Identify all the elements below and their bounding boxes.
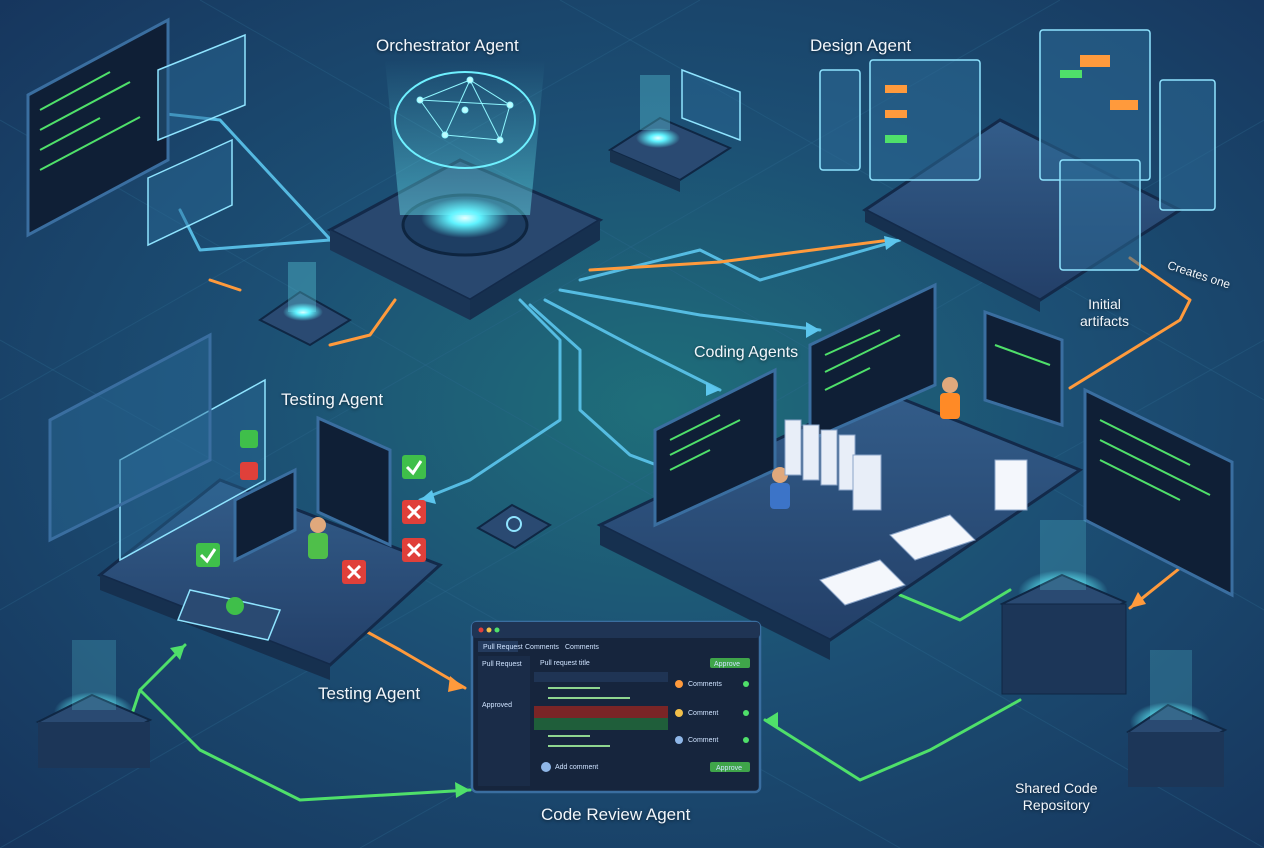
code-sheet bbox=[819, 559, 906, 606]
design-platform bbox=[819, 29, 1216, 312]
review-tab-active[interactable]: Pull Request bbox=[483, 644, 523, 651]
developer-avatar bbox=[308, 517, 328, 559]
design-agent-label: Design Agent bbox=[810, 36, 912, 55]
coding-agents-label: Coding Agents bbox=[694, 344, 799, 361]
phone-device bbox=[176, 589, 282, 641]
testing-agent-label-top: Testing Agent bbox=[281, 390, 384, 409]
document-stack bbox=[784, 419, 882, 511]
shared-repo-line-2: Repository bbox=[1022, 797, 1090, 813]
developer-avatar bbox=[770, 377, 960, 509]
code-monitor bbox=[653, 282, 937, 528]
design-panel bbox=[1159, 79, 1216, 211]
server-stack-left bbox=[35, 640, 153, 768]
design-panel bbox=[819, 69, 861, 171]
review-comment-3: Comment bbox=[688, 737, 718, 744]
orchestrator-agent-label: Orchestrator Agent bbox=[376, 36, 519, 55]
code-review-agent-label: Code Review Agent bbox=[541, 805, 691, 824]
initial-artifacts-line-2: artifacts bbox=[1080, 313, 1130, 329]
small-node-left bbox=[258, 262, 352, 347]
coding-platform bbox=[596, 282, 1084, 660]
testing-agent-label-bottom: Testing Agent bbox=[318, 684, 421, 703]
orchestrator-hub bbox=[326, 60, 604, 320]
code-lines bbox=[39, 71, 1211, 501]
review-comment-2: Comment bbox=[688, 710, 718, 717]
approve-button-footer[interactable]: Approve bbox=[716, 765, 742, 772]
testing-platform bbox=[49, 333, 443, 680]
test-monitor bbox=[233, 415, 392, 563]
code-review-window bbox=[470, 620, 762, 794]
review-side-approved[interactable]: Approved bbox=[482, 702, 512, 709]
code-sheet bbox=[994, 459, 1028, 511]
chip-icon bbox=[476, 503, 552, 550]
server-stack-center-right bbox=[999, 520, 1128, 695]
cross-icon bbox=[240, 462, 426, 584]
shared-repo-line-1: Shared Code bbox=[1015, 780, 1098, 796]
initial-artifacts-line-1: Initial bbox=[1088, 296, 1121, 312]
shared-code-repository-label: Shared Code Repository bbox=[1015, 780, 1098, 814]
review-tab-comments[interactable]: Comments bbox=[525, 644, 559, 651]
add-comment-input[interactable]: Add comment bbox=[555, 764, 598, 771]
code-review-text: Pull Request Comments Comments Pull Requ… bbox=[482, 644, 742, 772]
code-screen bbox=[26, 17, 1234, 598]
approve-button[interactable]: Approve bbox=[714, 661, 740, 668]
review-header-title: Pull request title bbox=[540, 660, 590, 667]
design-panel bbox=[869, 59, 981, 181]
initial-artifacts-label: Initial artifacts bbox=[1080, 296, 1129, 330]
checkmark-icon bbox=[196, 430, 426, 567]
brain-network-icon bbox=[394, 71, 536, 169]
design-panel bbox=[1059, 159, 1141, 271]
small-node-top-right bbox=[607, 75, 733, 192]
review-side-pull-request[interactable]: Pull Request bbox=[482, 661, 522, 668]
server-stack-right bbox=[1126, 650, 1228, 787]
review-comment-1: Comments bbox=[688, 681, 722, 688]
code-sheet bbox=[889, 514, 976, 561]
review-tab-comments-2[interactable]: Comments bbox=[565, 644, 599, 651]
floating-panel bbox=[147, 33, 741, 247]
